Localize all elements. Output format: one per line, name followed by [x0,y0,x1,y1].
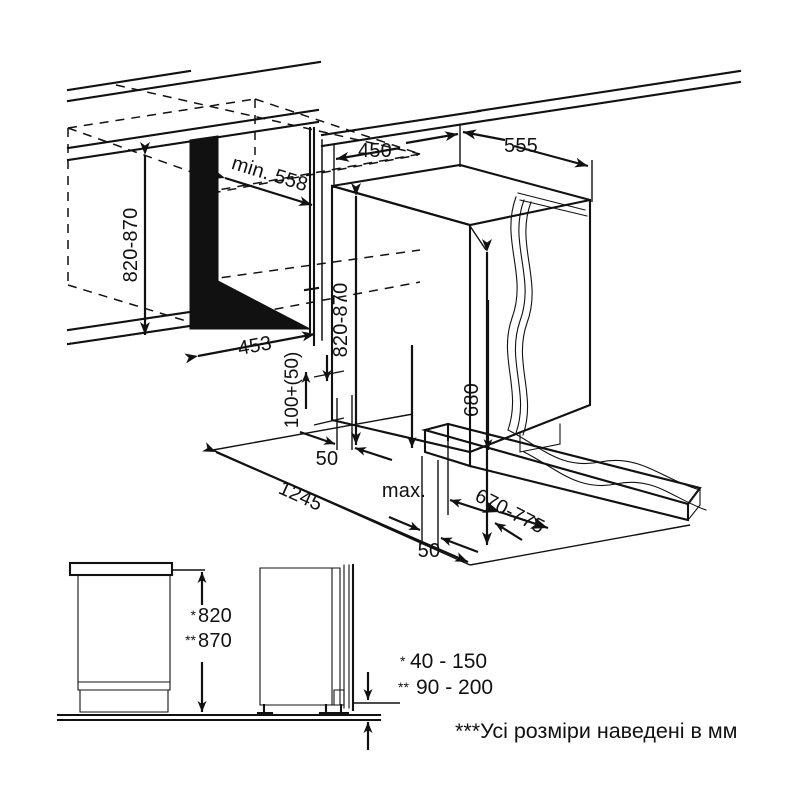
niche-filled-region [189,135,311,330]
dim-label-max: max. [382,480,426,502]
dim-label-appliance-depth-top: 555 [504,135,538,157]
dim-appliance-height: 820-870 [330,183,361,445]
dim-label-appliance-height: 820-870 [330,283,352,358]
dim-appliance-depth-top: 555 [462,129,593,202]
note-plinth-star: 40 - 150 [410,650,487,673]
label-max: max. [382,480,426,502]
lower-view-appliance [256,563,400,715]
floor-leader-lines [407,300,493,450]
dim-service-offset: 100+(50) [282,352,345,429]
dim-label-clearance-front: 50 [418,540,441,562]
star-symbol-plinth: * [400,653,406,669]
dim-niche-height-left: 820-870 [120,142,150,335]
center-partition-wall [308,126,323,347]
dim-label-clearance-rear-left: 50 [316,448,339,470]
floor-plate [420,422,707,522]
dim-label-cabinet-height-star: 820 [198,605,232,627]
notes-block: * 40 - 150 ** 90 - 200 ***Усі розміри на… [398,650,737,743]
doublestar-symbol-870: ** [185,632,196,648]
doublestar-symbol-plinth: ** [398,679,409,695]
note-plinth-doublestar: 90 - 200 [416,676,493,699]
star-symbol-820: * [191,607,197,623]
base-rail-band [66,286,320,346]
dim-label-appliance-width-top: 450 [358,140,392,162]
dim-clearance-front: 50 [388,456,479,562]
note-units: ***Усі розміри наведені в мм [455,719,737,743]
dim-label-cabinet-height-doublestar: 870 [198,630,232,652]
dim-label-door-panel-height: 680 [461,383,483,417]
lower-view-cabinet [56,561,382,722]
dim-label-service-offset: 100+(50) [282,352,303,429]
dim-appliance-width-top: 450 [333,125,461,188]
dim-label-niche-height-left: 820-870 [120,208,142,283]
dim-cabinet-height: * 820 ** 870 [185,572,232,712]
worktop-upper-band [66,60,742,148]
flexible-hose-lines [506,196,533,436]
